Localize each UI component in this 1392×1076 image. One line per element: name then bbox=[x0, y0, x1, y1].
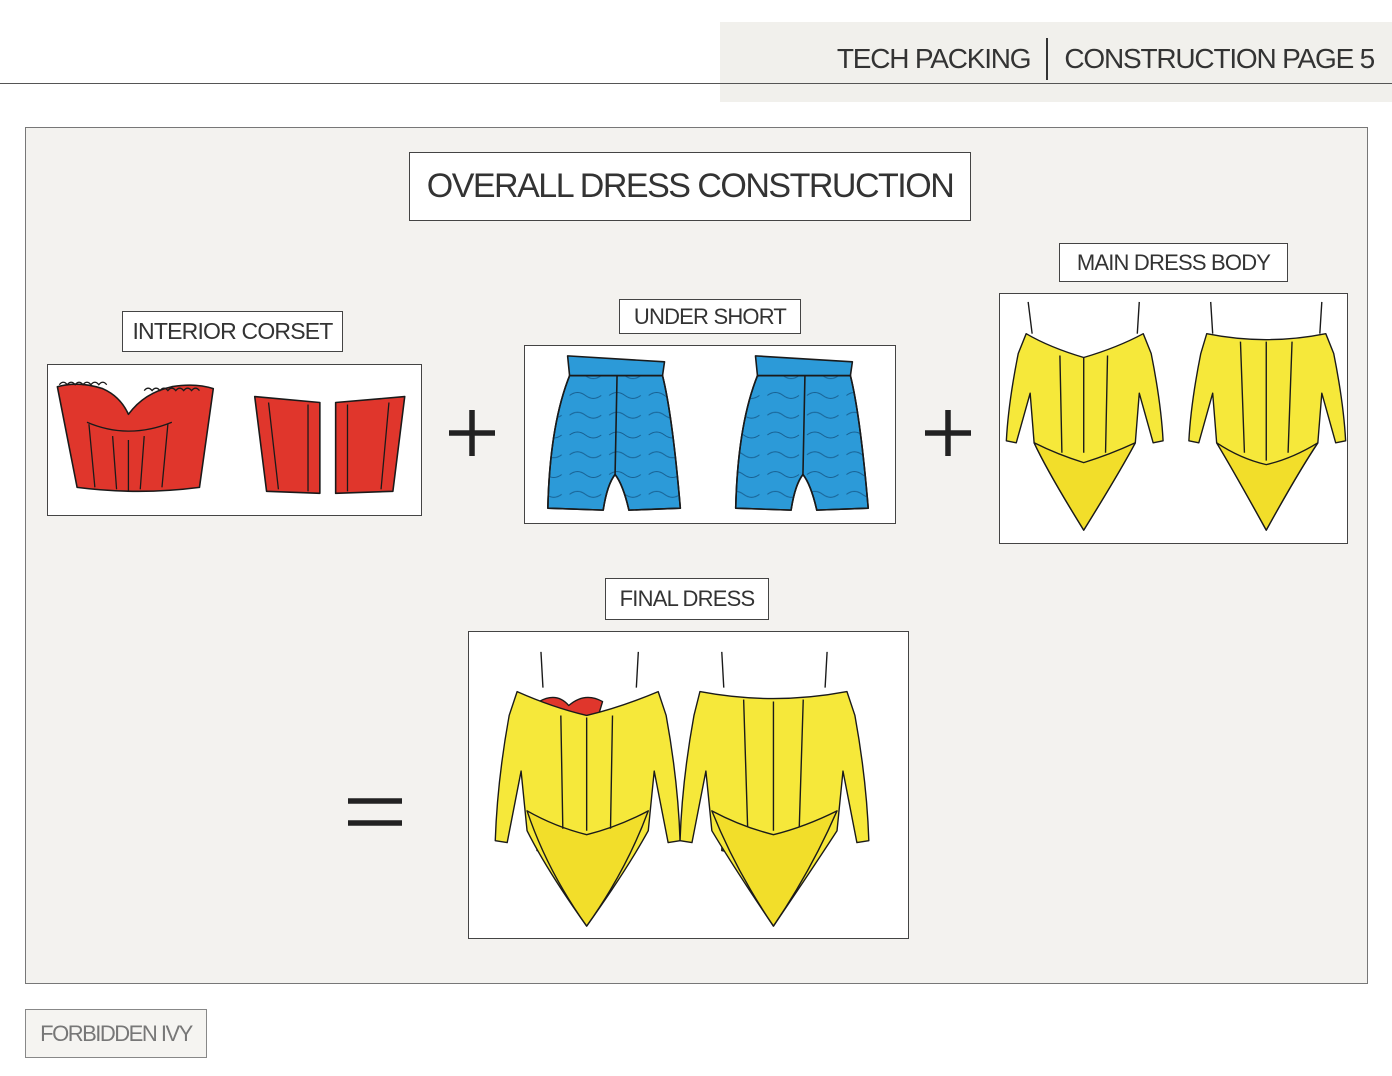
label-main-dress-body: MAIN DRESS BODY bbox=[1059, 243, 1288, 282]
label-final-dress: FINAL DRESS bbox=[605, 578, 769, 620]
header-page: CONSTRUCTION PAGE 5 bbox=[1064, 43, 1375, 74]
final-dress-illustration bbox=[468, 631, 909, 939]
header-separator bbox=[1046, 38, 1049, 80]
header-band bbox=[720, 22, 1392, 102]
plus-icon-2 bbox=[925, 410, 971, 456]
main-dress-body-illustration bbox=[999, 293, 1348, 544]
under-short-illustration bbox=[524, 345, 896, 524]
plus-icon bbox=[449, 410, 495, 456]
header-rule bbox=[0, 83, 1392, 84]
label-interior-corset: INTERIOR CORSET bbox=[122, 311, 343, 352]
equals-icon bbox=[348, 798, 402, 826]
page-header: TECH PACKING CONSTRUCTION PAGE 5 bbox=[836, 38, 1375, 80]
header-section: TECH PACKING bbox=[836, 43, 1032, 74]
interior-corset-illustration bbox=[47, 364, 422, 516]
label-under-short: UNDER SHORT bbox=[619, 299, 801, 334]
brand-footer: FORBIDDEN IVY bbox=[25, 1009, 207, 1058]
page-title: OVERALL DRESS CONSTRUCTION bbox=[409, 152, 971, 221]
